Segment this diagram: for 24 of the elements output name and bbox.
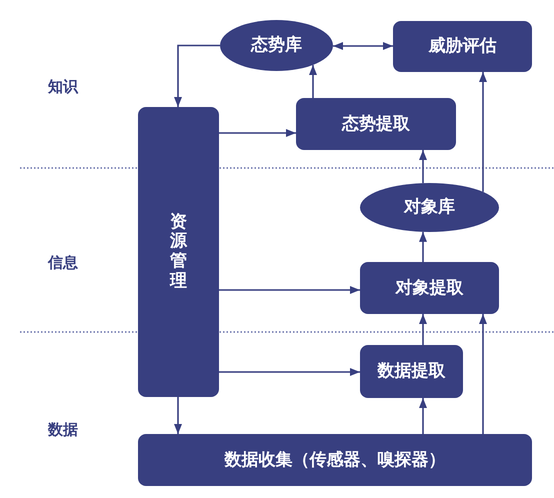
arrow (309, 64, 317, 98)
arrow (219, 286, 360, 294)
layer-label: 信息 (48, 254, 78, 272)
layer-label: 数据 (48, 420, 78, 440)
arrow (219, 368, 360, 376)
arrow (479, 72, 487, 192)
process-box: 数据收集（传感器、嗅探器） (138, 434, 532, 486)
arrow (419, 314, 427, 345)
process-box: 态势提取 (296, 98, 456, 150)
arrow (419, 398, 427, 434)
process-box: 对象提取 (360, 262, 499, 314)
arrow (174, 397, 182, 434)
arrow (419, 232, 427, 262)
arrow (479, 314, 487, 434)
arrow (333, 42, 393, 50)
arrow (174, 44, 220, 107)
process-box: 数据提取 (360, 345, 463, 398)
process-box: 威胁评估 (393, 21, 532, 72)
process-box: 资源管理 (138, 107, 219, 397)
storage-ellipse: 态势库 (220, 20, 333, 71)
storage-ellipse: 对象库 (360, 183, 499, 232)
layer-label: 知识 (48, 78, 78, 96)
arrow (219, 129, 296, 137)
arrow (419, 150, 427, 184)
